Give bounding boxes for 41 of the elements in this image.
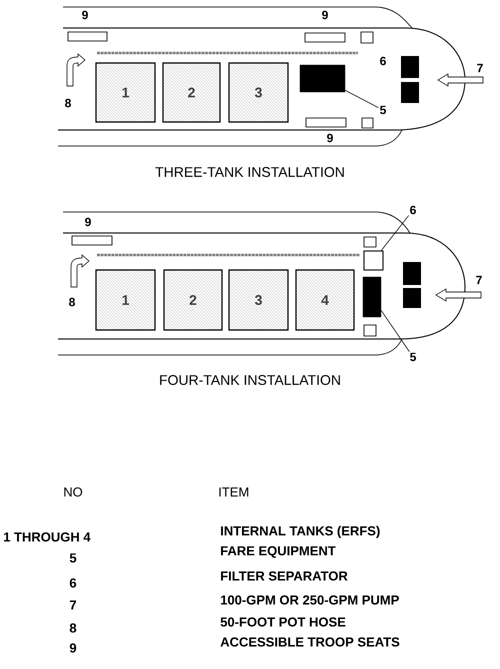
callout-number: 9 <box>322 10 328 20</box>
tank-box: 1 <box>95 269 156 331</box>
table-text: INTERNAL TANKS (ERFS) <box>221 526 380 538</box>
table-text: 6 <box>70 578 76 588</box>
table-text: 7 <box>70 600 76 610</box>
callout-number: 9 <box>82 10 88 20</box>
callout-number: 6 <box>410 206 416 214</box>
table-text: ACCESSIBLE TROOP SEATS <box>220 637 400 647</box>
table-text: 9 <box>70 643 76 653</box>
table-text: 100-GPM OR 250-GPM PUMP <box>221 595 399 605</box>
table-text: 5 <box>70 553 76 563</box>
leader-line <box>344 90 379 108</box>
callout-number: 7 <box>477 64 483 72</box>
tank-box: 4 <box>295 269 355 331</box>
column-header: ITEM <box>219 488 248 496</box>
callout-number: 5 <box>410 352 416 362</box>
callout-number: 5 <box>380 106 386 114</box>
leader-line <box>380 310 410 352</box>
callout-number: 7 <box>476 276 482 284</box>
callout-number: 6 <box>380 56 386 66</box>
tank-box: 3 <box>228 269 289 331</box>
tank-box: 1 <box>95 62 156 123</box>
callout-number: 8 <box>69 298 75 306</box>
callout-number: 9 <box>327 134 333 142</box>
table-text: 1 THROUGH 4 <box>4 532 91 542</box>
tank-box: 2 <box>163 269 223 331</box>
table-text: FILTER SEPARATOR <box>221 571 348 581</box>
equipment-block <box>300 64 346 92</box>
tank-box: 2 <box>162 62 221 123</box>
panel-caption: FOUR-TANK INSTALLATION <box>160 375 340 385</box>
table-text: 50-FOOT POT HOSE <box>220 617 346 627</box>
panel-caption: THREE-TANK INSTALLATION <box>155 167 344 177</box>
leader-line <box>380 215 410 251</box>
table-text: 8 <box>70 623 76 633</box>
callout-number: 9 <box>85 218 91 226</box>
table-text: FARE EQUIPMENT <box>221 546 336 558</box>
tank-box: 3 <box>228 62 289 123</box>
callout-number: 8 <box>65 98 71 108</box>
filter-box <box>364 250 384 270</box>
equipment-block <box>362 276 382 318</box>
column-header: NO <box>64 487 82 497</box>
